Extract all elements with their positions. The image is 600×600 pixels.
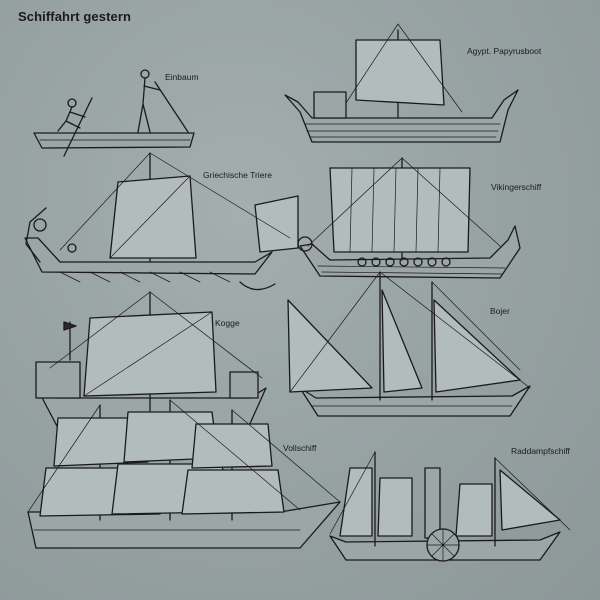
label-einbaum: Einbaum (165, 72, 199, 82)
raddampfschiff-drawing (329, 451, 571, 562)
einbaum-drawing (33, 69, 195, 157)
label-kogge: Kogge (215, 318, 240, 328)
kogge-drawing (35, 291, 267, 429)
label-vikingerschiff: Vikingerschiff (491, 182, 542, 192)
label-triere: Griechische Triere (203, 170, 272, 180)
page-title: Schiffahrt gestern (18, 9, 132, 24)
vollschiff-drawing (27, 399, 341, 549)
label-vollschiff: Vollschiff (283, 443, 317, 453)
label-raddampfschiff: Raddampfschiff (511, 446, 570, 456)
vikingerschiff-drawing (297, 157, 521, 279)
papyrusboot-drawing (284, 23, 519, 143)
triere-drawing (24, 152, 299, 291)
bojer-drawing (287, 271, 531, 417)
label-papyrusboot: Agypt. Papyrusboot (467, 46, 542, 56)
label-bojer: Bojer (490, 306, 510, 316)
